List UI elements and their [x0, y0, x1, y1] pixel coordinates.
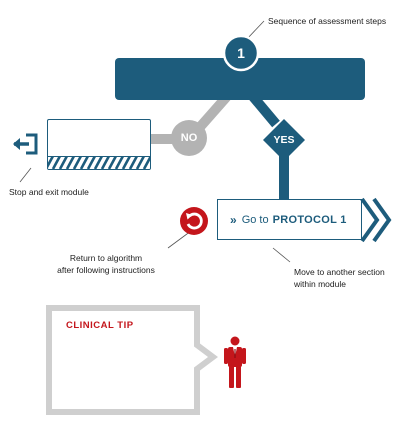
clinical-tip-title: CLINICAL TIP [66, 320, 134, 331]
stop-exit-label: Stop and exit module [9, 187, 89, 197]
return-label: Return to algorithm after following inst… [50, 252, 162, 276]
sequence-label: Sequence of assessment steps [268, 16, 387, 26]
hatched-footer [48, 156, 150, 169]
yes-diamond [263, 119, 305, 161]
return-label-line2: after following instructions [57, 265, 155, 275]
stop-leader-line [19, 167, 32, 183]
goto-word: Go to [241, 213, 269, 226]
step-number-circle [222, 34, 260, 72]
move-label: Move to another section within module [294, 266, 385, 290]
goto-destination: PROTOCOL 1 [272, 213, 347, 226]
no-label: NO [180, 132, 198, 144]
move-label-line1: Move to another section [294, 267, 385, 277]
person-icon [224, 336, 246, 388]
no-circle [171, 120, 207, 156]
big-chevron-icon [360, 197, 392, 243]
double-chevron-right-icon: » [230, 212, 237, 227]
goto-protocol-button[interactable]: » Go to PROTOCOL 1 [217, 199, 362, 240]
step-number: 1 [237, 45, 245, 61]
yes-label: YES [273, 134, 295, 146]
stop-exit-box [47, 119, 151, 170]
exit-arrow-icon [13, 133, 38, 155]
move-label-line2: within module [294, 279, 346, 289]
move-leader-line [272, 247, 291, 263]
return-arrow-icon [180, 207, 208, 235]
return-label-line1: Return to algorithm [69, 253, 143, 263]
